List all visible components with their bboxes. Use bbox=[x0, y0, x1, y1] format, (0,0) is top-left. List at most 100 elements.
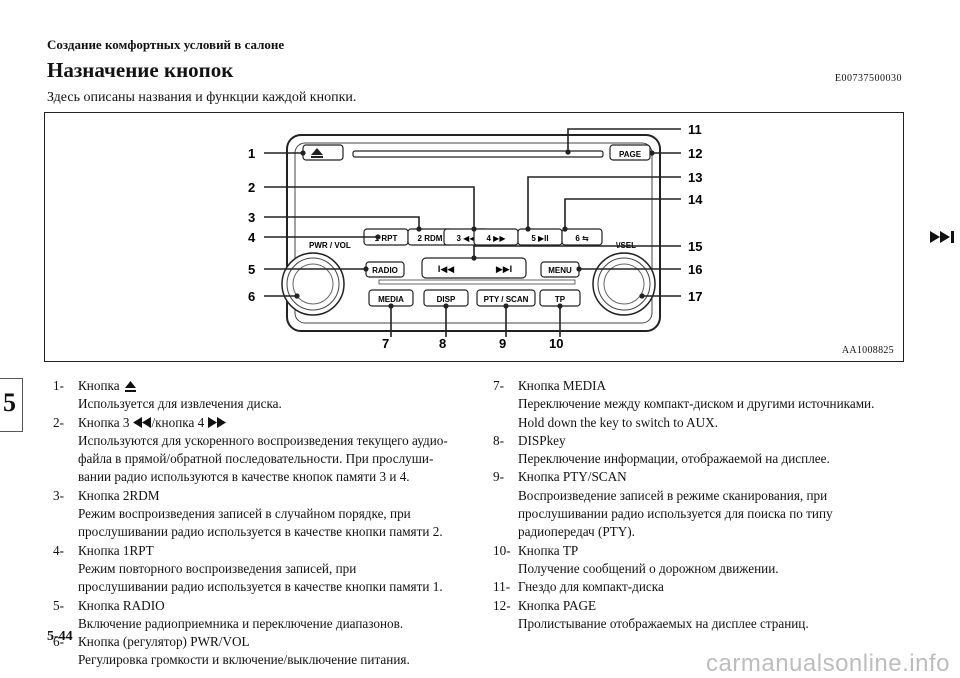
item-desc: Переключение информации, отображаемой на… bbox=[518, 451, 830, 467]
item-desc: Переключение между компакт-диском и друг… bbox=[518, 396, 875, 412]
item-number: 5- bbox=[53, 597, 64, 613]
item-title-mid: /кнопка 4 bbox=[151, 414, 205, 430]
callout-5: 5 bbox=[248, 262, 255, 277]
page-number: 5-44 bbox=[47, 629, 73, 644]
item-number: 11- bbox=[493, 579, 511, 595]
callout-11: 11 bbox=[688, 122, 702, 137]
item-desc: прослушивании радио используется для пои… bbox=[518, 506, 833, 522]
item-desc: файла в прямой/обратной последовательнос… bbox=[78, 451, 434, 467]
pwr-vol-knob[interactable] bbox=[281, 252, 345, 316]
list-item: 5- Кнопка RADIO Включение радиоприемника… bbox=[53, 597, 473, 634]
item-number: 12- bbox=[493, 597, 511, 613]
item-number: 2- bbox=[53, 414, 64, 430]
watermark: carmanualsonline.info bbox=[706, 650, 950, 677]
rewind-icon bbox=[133, 417, 152, 429]
callout-9: 9 bbox=[499, 336, 506, 351]
item-number: 1- bbox=[53, 378, 64, 393]
preset-5-label: 5 ▶II bbox=[531, 234, 548, 243]
list-item: 9- Кнопка PTY/SCAN Воспроизведение запис… bbox=[493, 468, 913, 541]
list-item: 6- Кнопка (регулятор) PWR/VOL Регулировк… bbox=[53, 633, 473, 670]
callout-15: 15 bbox=[688, 239, 702, 254]
callout-10: 10 bbox=[549, 336, 563, 351]
preset-2-label: 2 RDM bbox=[418, 234, 443, 243]
callout-16: 16 bbox=[688, 262, 702, 277]
next-page-arrow-icon bbox=[930, 231, 954, 243]
callout-12: 12 bbox=[688, 146, 702, 161]
callout-1: 1 bbox=[248, 146, 255, 161]
item-desc: Включение радиоприемника и переключение … bbox=[78, 615, 404, 631]
item-title: Кнопка 2RDM bbox=[78, 487, 160, 503]
item-desc: Получение сообщений о дорожном движении. bbox=[518, 560, 779, 576]
callout-8: 8 bbox=[439, 336, 446, 351]
item-title: DISPkey bbox=[518, 432, 566, 448]
eject-icon bbox=[124, 380, 136, 392]
item-title: Кнопка TP bbox=[518, 542, 579, 558]
radio-label: RADIO bbox=[372, 266, 398, 275]
list-item: 8- DISPkey Переключение информации, отоб… bbox=[493, 432, 913, 469]
item-desc: Воспроизведение записей в режиме сканиро… bbox=[518, 487, 828, 503]
list-item: 7- Кнопка MEDIA Переключение между компа… bbox=[493, 377, 913, 432]
item-number: 7- bbox=[493, 378, 504, 393]
item-number: 6- bbox=[53, 634, 64, 650]
pty-scan-label: PTY / SCAN bbox=[484, 295, 529, 304]
callout-17: 17 bbox=[688, 289, 702, 304]
preset-6-label: 6 ⇆ bbox=[575, 234, 589, 243]
item-title: Кнопка bbox=[78, 378, 120, 393]
callout-6: 6 bbox=[248, 289, 255, 304]
list-item: 4- Кнопка 1RPT Режим повторного воспроиз… bbox=[53, 542, 473, 597]
preset-3-label: 3 ◀◀ bbox=[457, 234, 477, 243]
chapter-tab: 5 bbox=[0, 378, 23, 432]
callout-4: 4 bbox=[248, 230, 256, 245]
page-label: PAGE bbox=[619, 150, 642, 159]
list-item: 11- Гнездо для компакт-диска bbox=[493, 578, 913, 596]
item-title: Кнопка PTY/SCAN bbox=[518, 469, 627, 485]
preset-row: 1 RPT 2 RDM 3 ◀◀ 4 ▶▶ 5 ▶II 6 ⇆ bbox=[363, 228, 603, 246]
callout-7: 7 bbox=[382, 336, 389, 351]
item-number: 4- bbox=[53, 542, 64, 558]
item-desc: Режим повторного воспроизведения записей… bbox=[78, 560, 357, 576]
fast-forward-icon bbox=[208, 417, 227, 429]
list-item: 1- Кнопка Используется для извлечения ди… bbox=[53, 377, 473, 414]
item-list-right: 7- Кнопка MEDIA Переключение между компа… bbox=[493, 377, 913, 633]
callout-numbers: 1 2 3 4 5 6 11 12 13 14 15 16 17 7 8 9 1… bbox=[248, 122, 703, 351]
list-item: 10- Кнопка TP Получение сообщений о доро… bbox=[493, 542, 913, 579]
figure-code: AA1008825 bbox=[841, 345, 894, 356]
item-desc: прослушивании радио используется в качес… bbox=[78, 579, 443, 595]
item-number: 9- bbox=[493, 469, 504, 485]
seek-back-label: I◀◀ bbox=[438, 264, 454, 274]
item-desc: Hold down the key to switch to AUX. bbox=[518, 414, 718, 430]
callout-14: 14 bbox=[688, 192, 703, 207]
radio-panel-figure: PAGE 1 RPT 2 RDM 3 ◀◀ 4 ▶▶ 5 ▶II 6 ⇆ PWR… bbox=[248, 122, 703, 351]
callout-3: 3 bbox=[248, 210, 255, 225]
item-desc: вании радио используются в качестве кноп… bbox=[78, 469, 410, 485]
sel-knob[interactable] bbox=[592, 252, 656, 316]
item-title: Кнопка 3 bbox=[78, 414, 130, 430]
media-label: MEDIA bbox=[378, 295, 404, 304]
item-list-left: 1- Кнопка Используется для извлечения ди… bbox=[53, 377, 473, 670]
section-code: E00737500030 bbox=[834, 73, 902, 84]
pwr-vol-label: PWR / VOL bbox=[309, 241, 351, 250]
tp-label: TP bbox=[555, 295, 566, 304]
list-item: 12- Кнопка PAGE Пролистывание отображаем… bbox=[493, 597, 913, 634]
running-head: Создание комфортных условий в салоне bbox=[47, 37, 285, 52]
item-desc: Используются для ускоренного воспроизвед… bbox=[78, 432, 448, 448]
preset-4-label: 4 ▶▶ bbox=[487, 234, 507, 243]
callout-2: 2 bbox=[248, 180, 255, 195]
item-title: Кнопка (регулятор) PWR/VOL bbox=[78, 634, 250, 650]
preset-6-button[interactable] bbox=[561, 228, 603, 246]
eject-icon bbox=[311, 148, 323, 155]
item-title: Кнопка MEDIA bbox=[518, 378, 607, 393]
list-item: 2- Кнопка 3 /кнопка 4 Используются для у… bbox=[53, 414, 473, 487]
item-number: 8- bbox=[493, 432, 504, 448]
item-desc: радиопередач (PTY). bbox=[518, 524, 635, 540]
callout-lines bbox=[264, 128, 681, 337]
section-title: Назначение кнопок bbox=[47, 58, 234, 82]
item-desc: Режим воспроизведения записей в случайно… bbox=[78, 506, 411, 522]
intro-text: Здесь описаны названия и функции каждой … bbox=[47, 90, 357, 105]
item-desc: Регулировка громкости и включение/выключ… bbox=[78, 652, 410, 668]
figure-frame bbox=[44, 112, 904, 362]
item-number: 10- bbox=[493, 542, 511, 558]
item-desc: Используется для извлечения диска. bbox=[78, 396, 282, 412]
seek-forward-label: ▶▶I bbox=[496, 264, 512, 274]
preset-1-label: 1 RPT bbox=[375, 234, 398, 243]
